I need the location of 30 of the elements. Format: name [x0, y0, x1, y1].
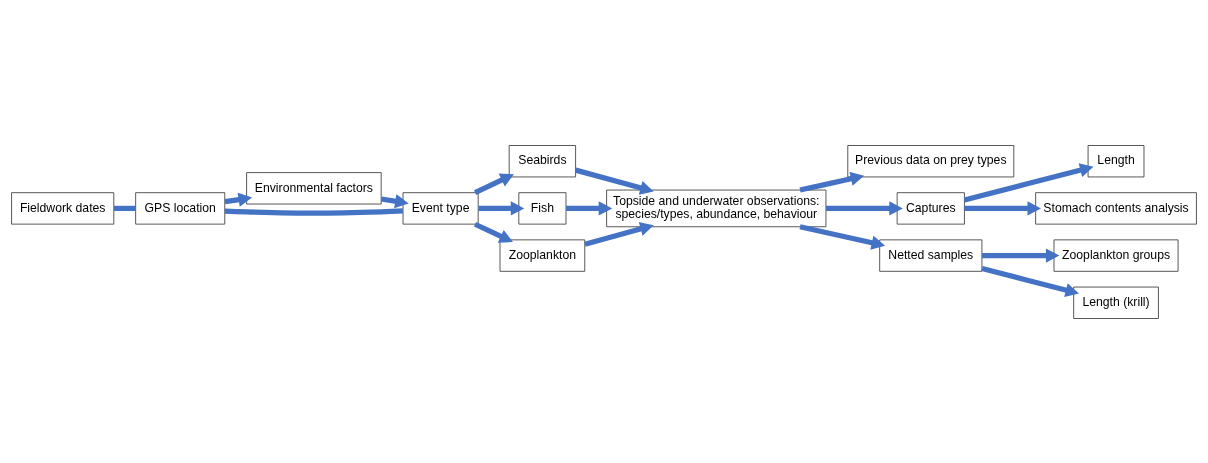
node-box: Length (krill): [1073, 286, 1159, 319]
node-box: Fish: [518, 191, 567, 225]
node-box: GPS location: [135, 191, 226, 225]
connector: [114, 205, 136, 211]
arrow: [478, 200, 525, 215]
node-box: Captures: [896, 191, 965, 225]
arrow: [799, 223, 886, 250]
node-box: Environmental factors: [246, 171, 382, 204]
node-box: Fieldwork dates: [11, 191, 115, 225]
arrow: [584, 221, 654, 247]
arrow: [981, 265, 1079, 297]
node-box: Zooplankton groups: [1053, 238, 1179, 272]
arrow: [964, 200, 1041, 215]
connector: [224, 207, 404, 216]
node-box: Event type: [402, 191, 479, 225]
arrow: [566, 200, 613, 215]
node-box: Previous data on prey types: [847, 144, 1015, 177]
arrow: [982, 248, 1060, 263]
node-box: Stomach contents analysis: [1035, 191, 1197, 225]
node-box: Seabirds: [508, 144, 577, 177]
arrow: [799, 171, 865, 193]
node-box: Topside and underwater observations: species/types, abundance, behaviour: [606, 189, 827, 227]
arrow: [826, 200, 903, 215]
node-box: Zooplankton: [499, 238, 586, 272]
node-box: Length: [1087, 144, 1145, 177]
arrow: [963, 162, 1094, 202]
arrow: [473, 221, 513, 243]
arrow: [473, 173, 514, 195]
node-box: Netted samples: [879, 238, 983, 272]
arrow: [574, 167, 654, 195]
